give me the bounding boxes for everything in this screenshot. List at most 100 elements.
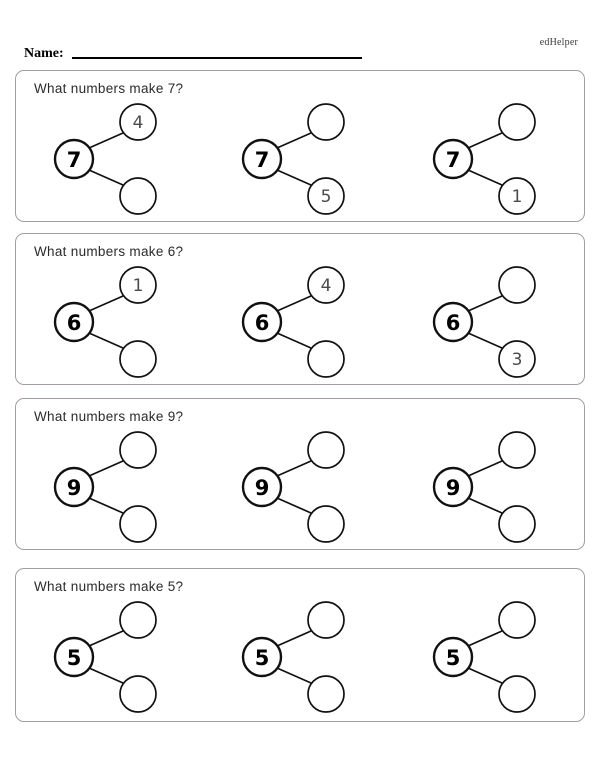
whole-circle[interactable]: [432, 636, 474, 678]
name-label: Name:: [24, 46, 64, 61]
whole-value: 9: [67, 476, 82, 500]
part-circle-bottom[interactable]: [498, 675, 536, 713]
whole-value: 9: [446, 476, 461, 500]
part-circle-top[interactable]: [119, 431, 157, 469]
bond-line-top: [276, 460, 312, 477]
bond-line-bottom: [276, 667, 312, 684]
whole-circle[interactable]: [432, 138, 474, 180]
bond-line-top: [88, 630, 124, 647]
bond-line-top: [467, 630, 503, 647]
worksheet-header: edHelper Name:: [0, 0, 600, 66]
whole-value: 7: [67, 148, 82, 172]
whole-circle[interactable]: [53, 138, 95, 180]
bond-line-top: [467, 132, 503, 149]
name-write-line[interactable]: [71, 57, 362, 59]
whole-value: 7: [255, 148, 270, 172]
part-value-top: 4: [321, 276, 332, 296]
part-circle-top[interactable]: [307, 103, 345, 141]
bond-line-bottom: [276, 497, 312, 514]
part-value-bottom: 1: [512, 187, 523, 207]
name-field-row: Name:: [24, 47, 362, 61]
whole-circle[interactable]: [241, 466, 283, 508]
whole-circle[interactable]: [432, 301, 474, 343]
bond-line-top: [88, 460, 124, 477]
bond-line-bottom: [276, 332, 312, 349]
whole-circle[interactable]: [432, 466, 474, 508]
exercise-panel: What numbers make 9? 9 9 9: [15, 398, 585, 550]
bond-line-bottom: [467, 332, 503, 349]
part-circle-top[interactable]: [119, 601, 157, 639]
part-circle-bottom[interactable]: [498, 505, 536, 543]
part-value-top: 1: [133, 276, 144, 296]
bond-line-top: [276, 630, 312, 647]
whole-value: 5: [67, 646, 82, 670]
number-bond: 9: [230, 427, 360, 547]
bond-line-top: [276, 132, 312, 149]
whole-value: 7: [446, 148, 461, 172]
whole-circle[interactable]: [53, 466, 95, 508]
whole-value: 9: [255, 476, 270, 500]
number-bond-row: 5 5 5: [16, 597, 584, 717]
whole-value: 6: [446, 311, 461, 335]
number-bond: 9: [42, 427, 172, 547]
panel-title: What numbers make 6?: [34, 244, 184, 259]
part-circle-top[interactable]: [307, 266, 345, 304]
number-bond: 5: [230, 597, 360, 717]
part-value-top: 4: [133, 113, 144, 133]
part-circle-bottom[interactable]: [498, 340, 536, 378]
number-bond: 5: [42, 597, 172, 717]
bond-line-bottom: [467, 169, 503, 186]
part-circle-top[interactable]: [307, 601, 345, 639]
part-value-bottom: 3: [512, 350, 523, 370]
edhelper-logo: edHelper: [539, 37, 578, 48]
bond-line-bottom: [467, 667, 503, 684]
part-circle-bottom[interactable]: [119, 505, 157, 543]
part-circle-bottom[interactable]: [307, 675, 345, 713]
part-circle-top[interactable]: [307, 431, 345, 469]
whole-value: 5: [255, 646, 270, 670]
bond-line-top: [467, 295, 503, 312]
bond-line-top: [88, 295, 124, 312]
panel-title: What numbers make 9?: [34, 409, 184, 424]
whole-circle[interactable]: [241, 301, 283, 343]
whole-circle[interactable]: [241, 138, 283, 180]
part-circle-bottom[interactable]: [119, 675, 157, 713]
bond-line-top: [276, 295, 312, 312]
part-circle-bottom[interactable]: [119, 177, 157, 215]
whole-circle[interactable]: [53, 301, 95, 343]
bond-line-bottom: [276, 169, 312, 186]
part-circle-top[interactable]: [119, 266, 157, 304]
number-bond-row: 9 9 9: [16, 427, 584, 547]
part-circle-top[interactable]: [498, 266, 536, 304]
number-bond: 9: [421, 427, 551, 547]
part-circle-bottom[interactable]: [119, 340, 157, 378]
whole-value: 6: [255, 311, 270, 335]
part-circle-top[interactable]: [498, 431, 536, 469]
whole-circle[interactable]: [53, 636, 95, 678]
part-circle-bottom[interactable]: [307, 177, 345, 215]
part-circle-bottom[interactable]: [307, 505, 345, 543]
part-circle-top[interactable]: [498, 103, 536, 141]
bond-line-bottom: [88, 667, 124, 684]
whole-circle[interactable]: [241, 636, 283, 678]
whole-value: 5: [446, 646, 461, 670]
whole-value: 6: [67, 311, 82, 335]
bond-line-bottom: [88, 332, 124, 349]
bond-line-top: [467, 460, 503, 477]
part-circle-bottom[interactable]: [307, 340, 345, 378]
part-circle-top[interactable]: [498, 601, 536, 639]
part-circle-bottom[interactable]: [498, 177, 536, 215]
part-value-bottom: 5: [321, 187, 332, 207]
bond-line-top: [88, 132, 124, 149]
part-circle-top[interactable]: [119, 103, 157, 141]
